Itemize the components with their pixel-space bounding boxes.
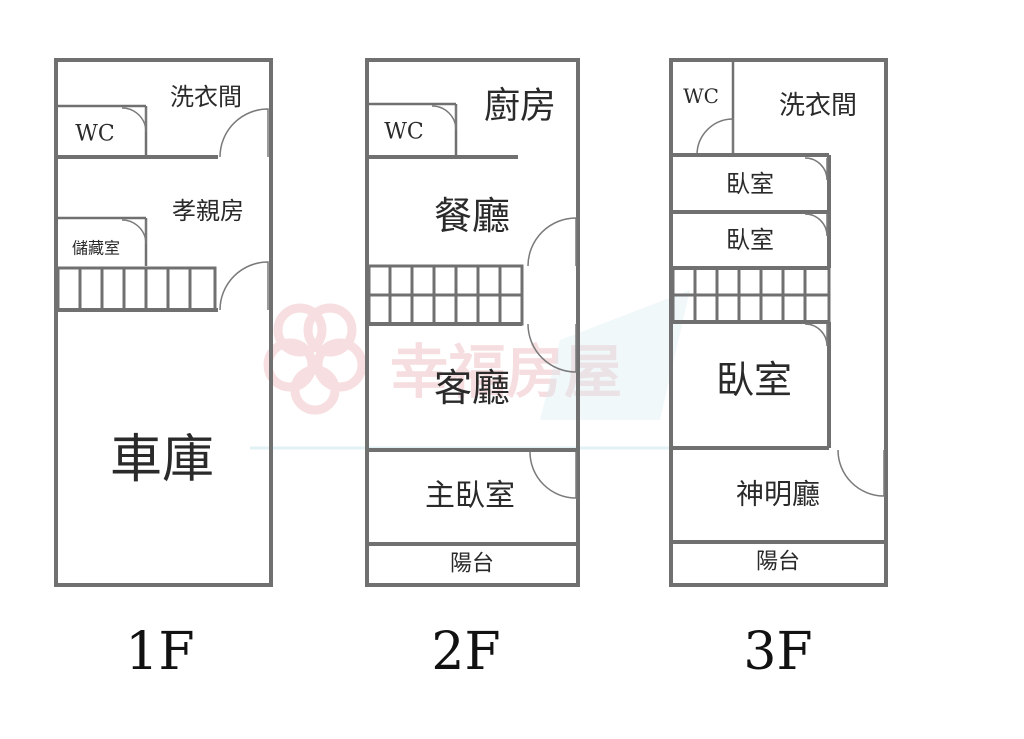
room-label-kitchen: 廚房 [484,86,556,127]
room-label-laundry: 洗衣間 [170,83,242,111]
room-label-parents-room: 孝親房 [172,197,244,225]
watermark-text: 幸福房屋 [390,338,622,406]
floor-2f: 廚房 WC 餐廳 客廳 主臥室 陽台 2F [365,58,580,682]
room-label-balcony: 陽台 [756,550,800,575]
room-label-bedroom-2: 臥室 [726,226,774,254]
room-label-living: 客廳 [434,366,510,410]
room-label-balcony: 陽台 [450,552,494,577]
room-label-laundry: 洗衣間 [779,91,857,121]
room-label-dining: 餐廳 [434,194,510,238]
room-label-garage: 車庫 [110,430,214,490]
floor-label-3f: 3F [743,622,812,682]
room-label-wc: WC [384,120,423,145]
room-label-bedroom-3: 臥室 [716,358,792,402]
floor-label-2f: 2F [431,622,500,682]
watermark-logo-icon [263,303,367,415]
room-label-wc: WC [683,84,719,108]
room-label-storage: 儲藏室 [72,239,120,258]
floor-3f: WC 洗衣間 臥室 臥室 臥室 神明廳 陽台 3F [669,58,888,682]
room-label-master-bedroom: 主臥室 [425,479,515,514]
floor-label-1f: 1F [125,622,194,682]
room-label-bedroom-1: 臥室 [726,170,774,198]
floor-1f: 洗衣間 WC 孝親房 儲藏室 車庫 1F [54,58,273,682]
room-label-wc: WC [75,122,114,147]
room-label-shrine-hall: 神明廳 [736,478,820,511]
watermark-swoosh [540,290,690,420]
